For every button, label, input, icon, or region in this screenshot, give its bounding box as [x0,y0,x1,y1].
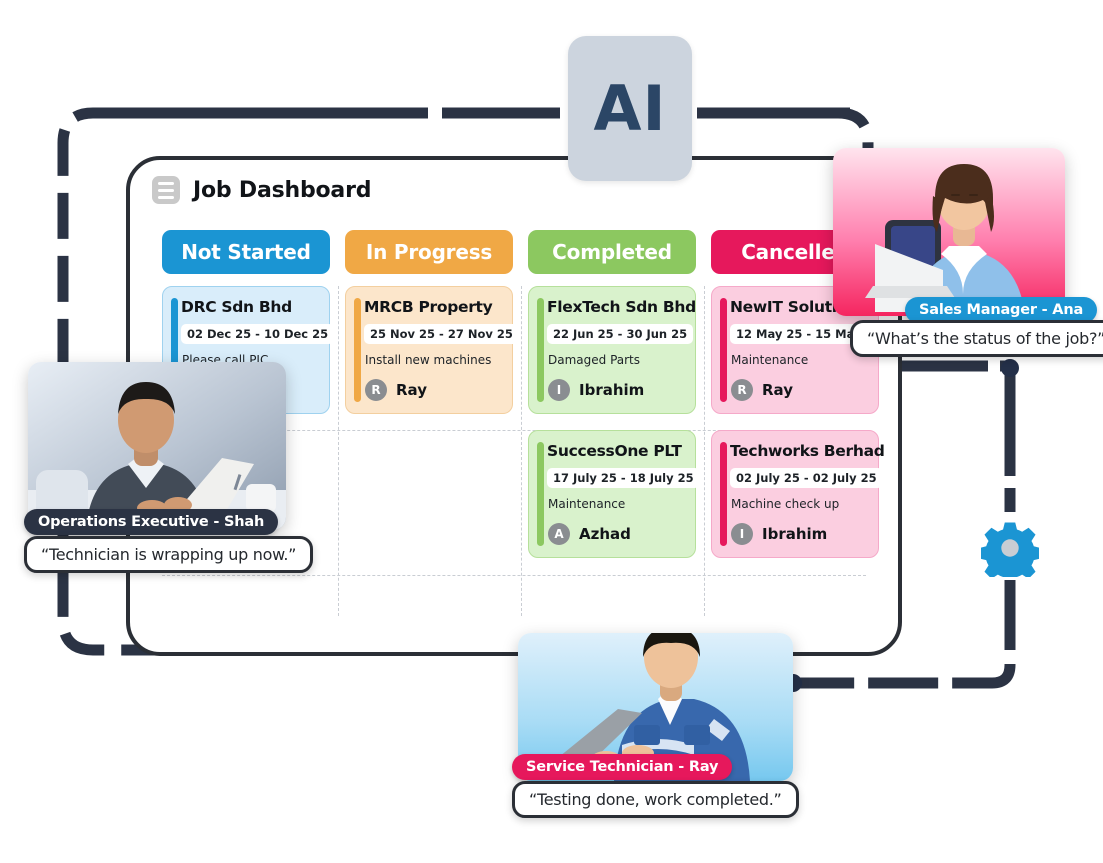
job-card[interactable]: SuccessOne PLT 17 July 25 - 18 July 25 Mai… [528,430,700,558]
status-pill-completed[interactable]: Completed [528,230,696,274]
hamburger-menu-icon[interactable] [152,176,180,204]
status-column-headers: Not Started In Progress Completed Cancel… [162,230,879,274]
persona-card-sales-manager: Sales Manager - Ana “What’s the status o… [833,148,1103,357]
card-company-name: Techworks Berhad [730,442,885,460]
card-date-range: 25 Nov 25 - 27 Nov 25 [364,324,519,344]
card-assignee: A Azhad [548,523,685,545]
card-status-accent-bar [720,298,727,402]
card-description: Machine check up [731,497,840,511]
job-card[interactable]: Techworks Berhad 02 July 25 - 02 July 25 M… [711,430,885,558]
status-pill-in-progress[interactable]: In Progress [345,230,513,274]
board-column-completed: FlexTech Sdn Bhd 22 Jun 25 - 30 Jun 25 Dam… [528,286,700,616]
persona-card-service-technician: Service Technician - Ray “Testing done, … [512,633,799,818]
card-assignee-name: Azhad [579,525,631,543]
card-company-name: SuccessOne PLT [547,442,682,460]
card-company-name: MRCB Property [364,298,493,316]
card-description: Maintenance [731,353,809,367]
board-column-in-progress: MRCB Property 25 Nov 25 - 27 Nov 25 Instal… [345,286,519,616]
card-status-accent-bar [537,442,544,546]
persona-quote-ana: “What’s the status of the job?” [850,320,1103,357]
card-company-name: NewIT Solutions [730,298,867,316]
card-assignee: I Ibrahim [731,523,868,545]
persona-role-badge-ana: Sales Manager - Ana [905,297,1098,323]
card-description: Install new machines [365,353,492,367]
persona-quote-shah: “Technician is wrapping up now.” [24,536,314,573]
persona-quote-ray: “Testing done, work completed.” [512,781,799,818]
job-card[interactable]: FlexTech Sdn Bhd 22 Jun 25 - 30 Jun 25 Dam… [528,286,696,414]
card-date-range: 02 Dec 25 - 10 Dec 25 [181,324,335,344]
board-grid-lines [162,286,866,616]
status-pill-not-started[interactable]: Not Started [162,230,330,274]
ai-chip: AI [568,36,692,181]
avatar: R [731,379,753,401]
card-assignee: R Ray [731,379,868,401]
avatar: I [548,379,570,401]
persona-role-badge-ray: Service Technician - Ray [512,754,733,780]
card-assignee-name: Ray [396,381,427,399]
card-status-accent-bar [720,442,727,546]
card-date-range: 02 July 25 - 02 July 25 [730,468,883,488]
persona-role-badge-shah: Operations Executive - Shah [24,509,279,535]
page-title: Job Dashboard [193,177,372,203]
card-description: Maintenance [548,497,626,511]
card-status-accent-bar [354,298,361,402]
card-status-accent-bar [537,298,544,402]
card-company-name: DRC Sdn Bhd [181,298,292,316]
avatar: A [548,523,570,545]
card-company-name: FlexTech Sdn Bhd [547,298,696,316]
card-date-range: 17 July 25 - 18 July 25 [547,468,700,488]
card-assignee: R Ray [365,379,502,401]
card-date-range: 12 May 25 - 15 May 25 [730,324,888,344]
card-assignee-name: Ibrahim [579,381,645,399]
job-card[interactable]: MRCB Property 25 Nov 25 - 27 Nov 25 Instal… [345,286,519,414]
persona-photo-shah [28,362,286,530]
card-assignee-name: Ray [762,381,793,399]
gear-icon[interactable] [981,519,1039,577]
card-description: Damaged Parts [548,353,641,367]
card-assignee-name: Ibrahim [762,525,828,543]
panel-header: Job Dashboard [152,176,371,204]
card-assignee: I Ibrahim [548,379,685,401]
card-date-range: 22 Jun 25 - 30 Jun 25 [547,324,694,344]
avatar: R [365,379,387,401]
persona-photo-ana [833,148,1065,316]
ai-chip-label: AI [593,72,667,145]
avatar: I [731,523,753,545]
persona-card-operations-executive: Operations Executive - Shah “Technician … [24,362,314,573]
card-status-accent-bar [171,298,178,402]
